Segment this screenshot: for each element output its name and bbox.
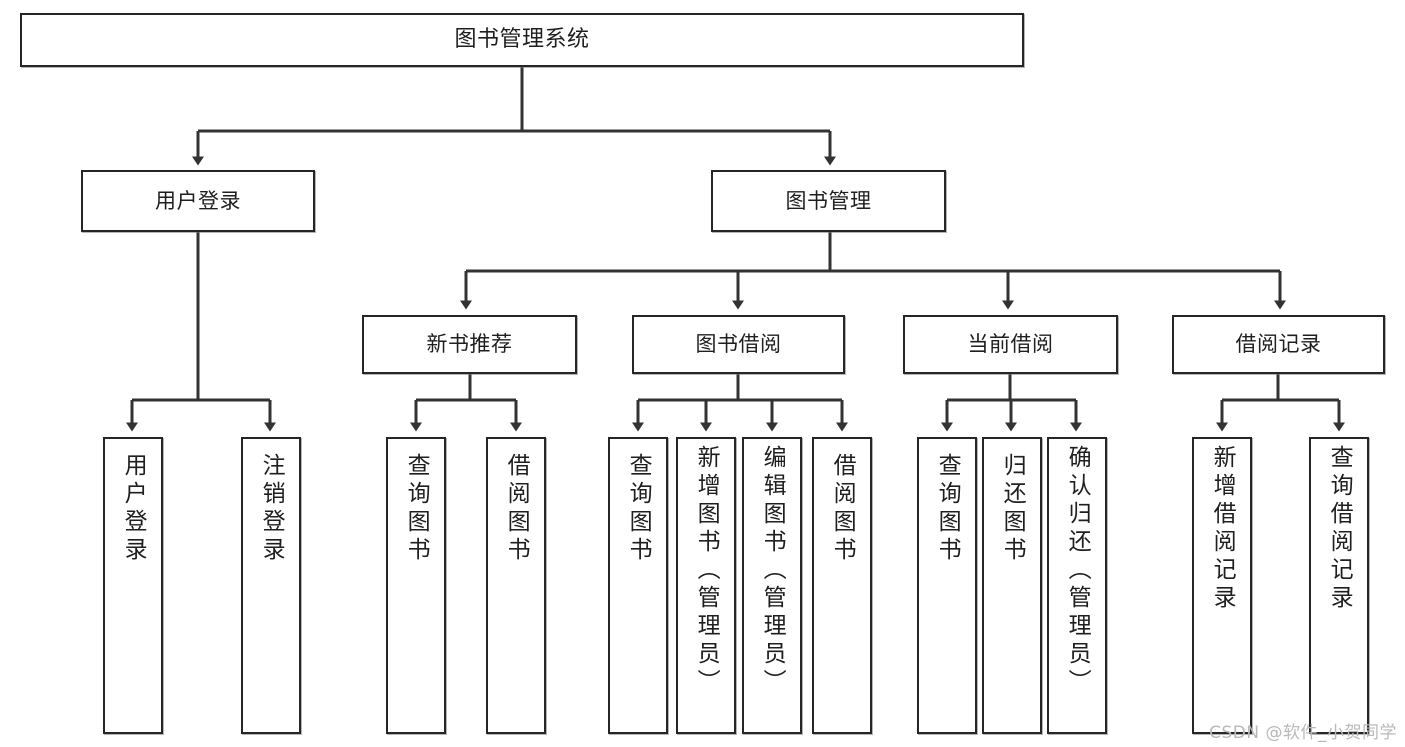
leaf-query-book-2[interactable]: 查询图书: [608, 437, 668, 734]
leaf-query-book-3[interactable]: 查询图书: [917, 437, 977, 734]
node-label: 注销登录: [258, 453, 285, 565]
leaf-user-login[interactable]: 用户登录: [103, 437, 163, 734]
node-label: 图书借阅: [695, 332, 782, 357]
leaf-query-book-1[interactable]: 查询图书: [386, 437, 446, 734]
node-label: 用户登录: [120, 453, 147, 565]
node-label: 借阅图书: [829, 453, 856, 565]
node-new-book-recommend[interactable]: 新书推荐: [362, 315, 577, 374]
node-book-borrow[interactable]: 图书借阅: [632, 315, 845, 374]
node-current-borrow[interactable]: 当前借阅: [903, 315, 1118, 374]
node-book-management-system[interactable]: 图书管理系统: [20, 13, 1024, 67]
node-label: 查询借阅记录: [1326, 445, 1353, 613]
node-label: 新增图书（管理员）: [693, 445, 720, 697]
leaf-add-borrow-record[interactable]: 新增借阅记录: [1192, 437, 1252, 734]
csdn-watermark: CSDN @软件_小贺同学: [1209, 723, 1397, 743]
node-label: 查询图书: [403, 453, 430, 565]
node-label: 新增借阅记录: [1209, 445, 1236, 613]
leaf-return-book[interactable]: 归还图书: [982, 437, 1042, 734]
node-label: 归还图书: [999, 453, 1026, 565]
leaf-borrow-book-2[interactable]: 借阅图书: [812, 437, 872, 734]
node-label: 借阅图书: [503, 453, 530, 565]
node-label: 查询图书: [934, 453, 961, 565]
leaf-logout-login[interactable]: 注销登录: [241, 437, 301, 734]
node-label: 查询图书: [625, 453, 652, 565]
node-label: 用户登录: [155, 188, 241, 213]
leaf-confirm-return-admin[interactable]: 确认归还（管理员）: [1047, 437, 1107, 734]
node-label: 借阅记录: [1235, 332, 1322, 357]
node-label: 确认归还（管理员）: [1064, 445, 1091, 697]
leaf-query-borrow-record[interactable]: 查询借阅记录: [1309, 437, 1369, 734]
leaf-add-book-admin[interactable]: 新增图书（管理员）: [676, 437, 736, 734]
node-borrow-record[interactable]: 借阅记录: [1172, 315, 1385, 374]
node-label: 新书推荐: [426, 332, 513, 357]
node-user-login[interactable]: 用户登录: [81, 170, 315, 232]
node-label: 图书管理: [785, 188, 872, 213]
node-book-management[interactable]: 图书管理: [711, 170, 946, 232]
leaf-borrow-book-1[interactable]: 借阅图书: [486, 437, 546, 734]
node-label: 图书管理系统: [454, 27, 590, 53]
leaf-edit-book-admin[interactable]: 编辑图书（管理员）: [742, 437, 802, 734]
node-label: 编辑图书（管理员）: [759, 445, 786, 697]
node-label: 当前借阅: [967, 332, 1054, 357]
